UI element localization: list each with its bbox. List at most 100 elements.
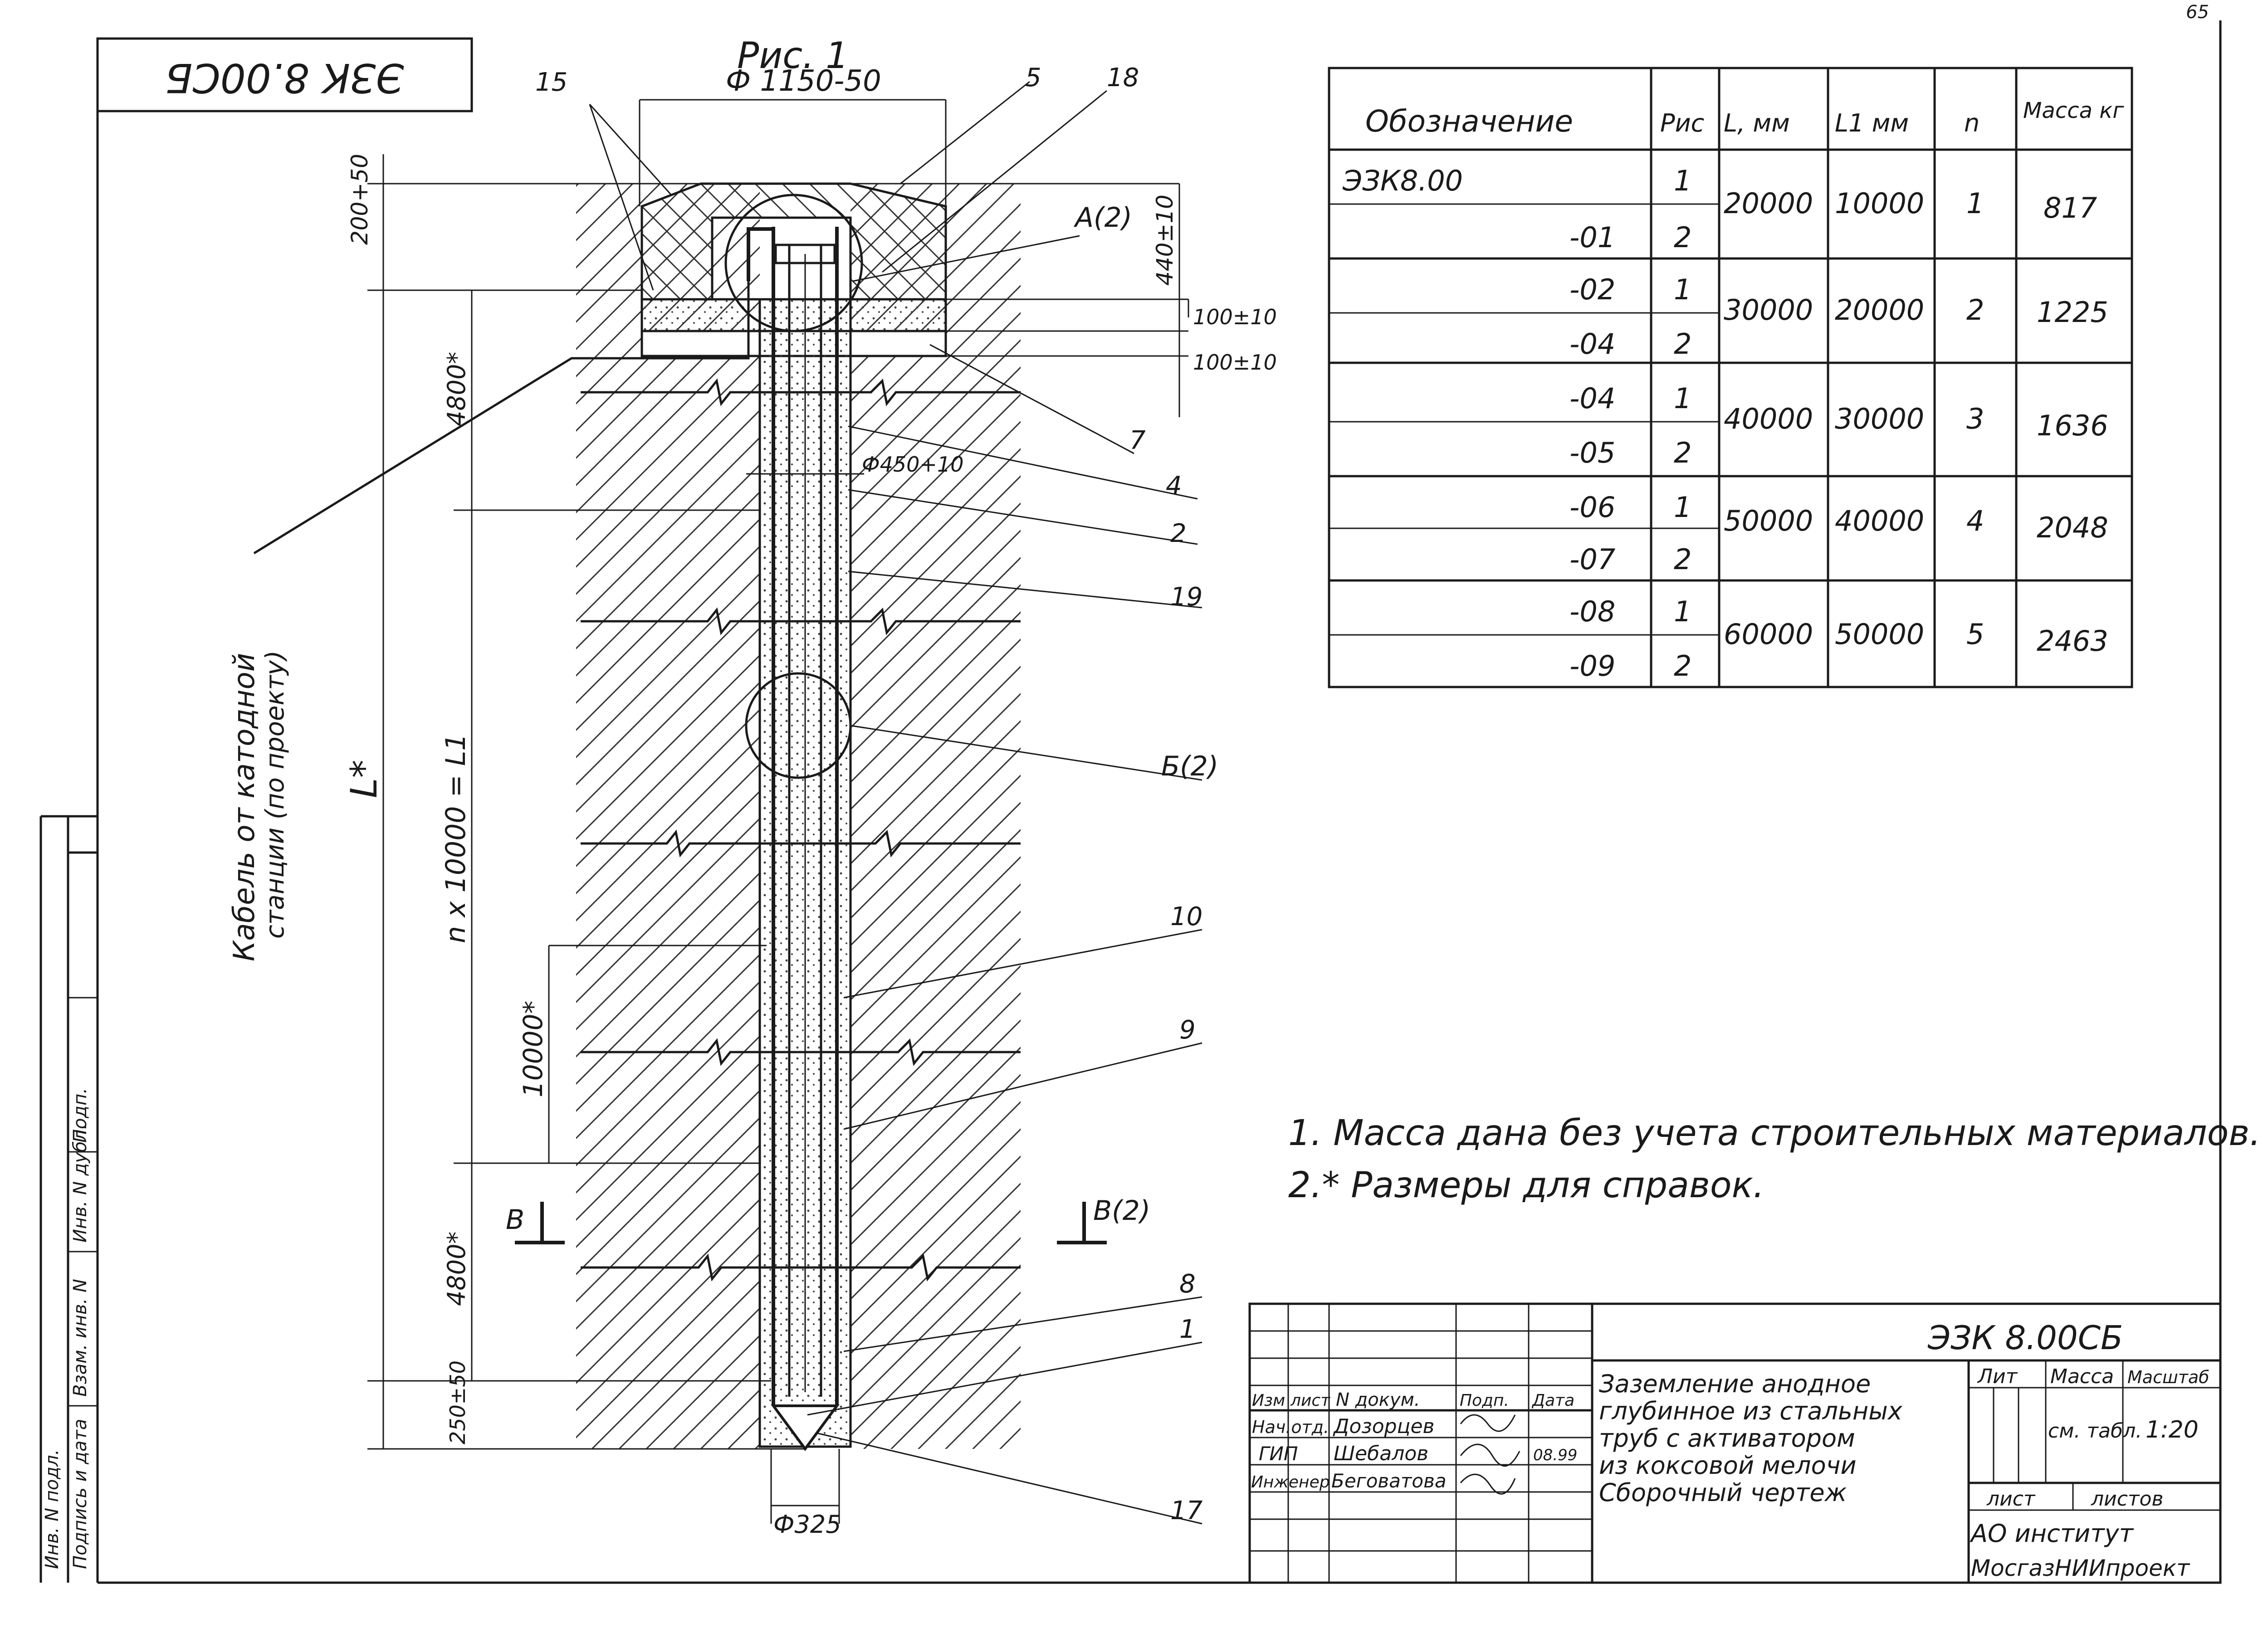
table-row-fig: 2: [1674, 649, 1691, 682]
dim-pipe-diameter: Ф325: [773, 1510, 841, 1539]
section-mark-right: В(2): [1093, 1195, 1150, 1227]
title-line-4: из коксовой мелочи: [1599, 1451, 1857, 1480]
title-block: [1248, 1302, 2222, 1584]
table-row-fig: 1: [1674, 595, 1691, 628]
dim-last-section: 4800*: [442, 1232, 471, 1306]
callout-17: 17: [1170, 1496, 1203, 1526]
callout-5: 5: [1025, 63, 1041, 93]
table-row-fig: 2: [1674, 221, 1691, 254]
cable-note-line2: станции (по проекту): [260, 650, 290, 939]
table-row-fig: 1: [1674, 273, 1691, 306]
tb-head-podp: Подп.: [1460, 1391, 1509, 1410]
table-row-n: 3: [1966, 402, 1984, 435]
spec-header-n: n: [1964, 109, 1980, 137]
dim-section-length: 10000*: [518, 1000, 548, 1097]
dim-first-section: 4800*: [442, 352, 471, 426]
table-row-L1: 20000: [1835, 293, 1924, 327]
table-row-L: 50000: [1724, 504, 1813, 537]
table-row-L: 40000: [1724, 402, 1813, 435]
tb-sheets-label: листов: [2091, 1487, 2163, 1511]
margin-podp: Подп.: [70, 1088, 91, 1143]
table-row-n: 4: [1966, 504, 1984, 537]
callout-8: 8: [1179, 1269, 1196, 1299]
section-mark-left: В: [506, 1204, 524, 1236]
callout-4: 4: [1166, 471, 1182, 501]
table-row-fig: 2: [1674, 543, 1691, 576]
spec-header-mass: Масса кг: [2023, 98, 2124, 123]
table-row-mass: 2463: [2037, 624, 2108, 658]
spec-table: [1328, 67, 2133, 688]
title-line-3: труб с активатором: [1599, 1424, 1855, 1453]
tb-org-line-2: МосгазНИИпроект: [1971, 1555, 2190, 1581]
dim-top-diameter: Ф 1150-50: [726, 64, 881, 98]
title-line-2: глубинное из стальных: [1599, 1397, 1903, 1425]
table-row-n: 5: [1966, 618, 1984, 651]
table-row-fig: 2: [1674, 327, 1691, 361]
dim-slab-1: 100±10: [1193, 305, 1277, 329]
tb-head-ndok: N докум.: [1336, 1389, 1420, 1410]
table-row-L: 30000: [1724, 293, 1813, 327]
margin-inv-podl: Инв. N подл.: [42, 1449, 63, 1569]
table-row-designation: -04: [1569, 382, 1615, 415]
tb-name-3: Беговатова: [1331, 1470, 1447, 1492]
title-line-5: Сборочный чертеж: [1599, 1478, 1847, 1507]
dim-bottom-gap: 250±50: [445, 1360, 470, 1444]
tb-scale-value: 1:20: [2146, 1416, 2199, 1443]
tb-head-izm: Изм: [1252, 1391, 1285, 1410]
callout-1: 1: [1179, 1315, 1196, 1344]
table-row-mass: 2048: [2037, 511, 2108, 544]
dim-head-height: 200+50: [347, 154, 373, 245]
spec-header-designation: Обозначение: [1365, 104, 1573, 139]
callout-19: 19: [1170, 582, 1202, 612]
dim-cap-depth: 440±10: [1152, 195, 1178, 286]
tb-scale-label: Масштаб: [2127, 1367, 2209, 1387]
tb-head-data: Дата: [1531, 1391, 1574, 1410]
margin-strip: [39, 815, 98, 1583]
table-row-fig: 2: [1674, 436, 1691, 469]
margin-inv-dubl: Инв. N дубл.: [70, 1124, 91, 1243]
table-row-designation: -08: [1569, 595, 1615, 628]
tb-head-list: лист: [1290, 1391, 1330, 1410]
tb-role-1: Нач.отд.: [1252, 1417, 1329, 1437]
callout-7: 7: [1129, 426, 1146, 455]
callout-a2: A(2): [1073, 202, 1132, 234]
table-row-n: 2: [1966, 293, 1984, 327]
title-code: ЭЗК 8.00СБ: [1927, 1319, 2123, 1357]
tb-mass-value: см. табл.: [2048, 1419, 2142, 1443]
callout-2: 2: [1170, 519, 1187, 548]
dim-borehole-diameter: Ф450+10: [862, 452, 963, 477]
table-row-n: 1: [1966, 187, 1984, 220]
tb-date-2: 08.99: [1533, 1446, 1577, 1464]
figure-title: Рис. 1: [737, 34, 849, 77]
margin-podpis-data: Подпись и дата: [70, 1419, 91, 1569]
tb-mass-label: Масса: [2050, 1365, 2114, 1388]
table-row-fig: 1: [1674, 164, 1691, 197]
callout-10: 10: [1170, 902, 1202, 931]
table-row-designation: ЭЗК8.00: [1342, 164, 1463, 197]
table-row-L1: 30000: [1835, 402, 1924, 435]
title-line-1: Заземление анодное: [1599, 1370, 1871, 1398]
dim-n-sections: n x 10000 = L1: [440, 733, 472, 943]
note-2: 2.* Размеры для справок.: [1288, 1165, 1765, 1206]
borehole-drawing: [253, 81, 1202, 1525]
cable-note-line1: Кабель от катодной: [228, 653, 261, 961]
callout-15: 15: [535, 68, 567, 97]
table-row-designation: -02: [1569, 273, 1615, 306]
table-row-designation: -06: [1569, 491, 1615, 524]
stamp-code-rotated: ЭЗК 8.00СБ: [165, 54, 404, 101]
table-row-L: 60000: [1724, 618, 1813, 651]
table-row-fig: 1: [1674, 491, 1691, 524]
table-row-designation: -07: [1569, 543, 1615, 576]
spec-header-L1: L1 мм: [1835, 109, 1909, 137]
spec-header-L: L, мм: [1724, 109, 1790, 137]
table-row-L: 20000: [1724, 187, 1813, 220]
tb-sheet-label: лист: [1986, 1487, 2036, 1511]
tb-role-2: ГИП: [1259, 1443, 1298, 1465]
table-row-designation: -04: [1569, 327, 1615, 361]
tb-signatures: [1460, 1414, 1520, 1495]
table-row-designation: -01: [1569, 221, 1615, 254]
table-row-mass: 817: [2043, 191, 2097, 224]
tb-role-3: Инженер: [1251, 1473, 1330, 1492]
table-row-fig: 1: [1674, 382, 1691, 415]
